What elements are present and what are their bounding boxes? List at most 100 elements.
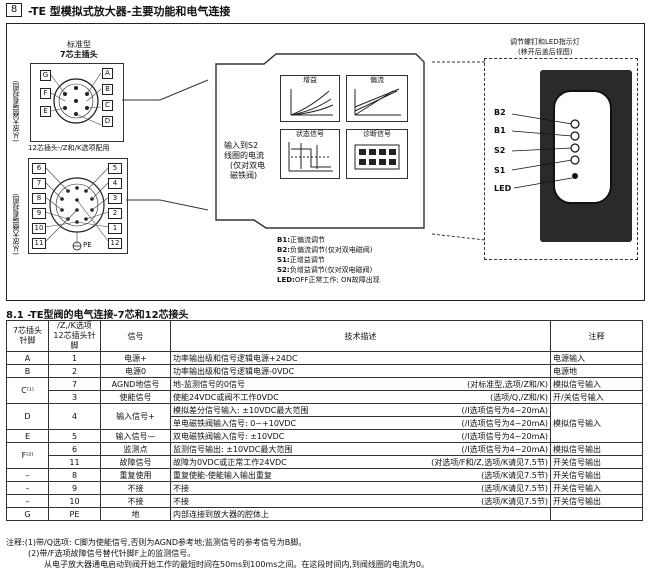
- section-title: -TE 型模拟式放大器-主要功能和电气连接: [28, 5, 231, 18]
- cell-description: 地-监测信号的0信号 (对标准型,选项/Z和/K): [170, 377, 551, 391]
- description-text: 不接: [173, 483, 189, 493]
- pin7-label: F: [40, 88, 51, 99]
- description-option: (对选项/F和/Z,选项/K请见7.5节): [431, 457, 548, 467]
- pin12-label: 1: [108, 223, 122, 234]
- gain-panel-label: 增益: [303, 76, 317, 84]
- description-text: 内部连接到放大器的腔体上: [173, 509, 269, 519]
- pin12-label: 8: [32, 193, 46, 204]
- pe-label: PE: [83, 241, 92, 249]
- input-note-line: 磁铁阀): [230, 171, 258, 180]
- status-panel-label: 状态信号: [296, 130, 324, 138]
- pin12-label: 5: [108, 163, 122, 174]
- cell-signal: AGND地信号: [100, 377, 171, 391]
- cell-note: 电源输入: [550, 351, 643, 365]
- pin7-label: C: [102, 100, 113, 111]
- cell-7pin: B: [6, 364, 49, 378]
- description-option: (选项/K请见7.5节): [481, 496, 548, 506]
- legend-key: B1:: [277, 236, 291, 244]
- description-text: 重复使能-使能输入输出重复: [173, 470, 272, 480]
- bias-panel-label: 偏流: [370, 76, 384, 84]
- description-option: (选项/K请见7.5节): [481, 483, 548, 493]
- dashed-leaders: [431, 61, 486, 241]
- cell-description: 功率输出级和信号逻辑电源+24DC: [170, 351, 551, 365]
- cell-12pin: 5: [48, 429, 101, 443]
- pin12-label: 9: [32, 208, 46, 219]
- description-text: 模拟差分信号输入: ±10VDC最大范围: [173, 405, 309, 415]
- std-title-2: 7芯主插头: [60, 50, 98, 59]
- cell-signal: 电源+: [100, 351, 171, 365]
- pin7-label: A: [102, 68, 113, 79]
- cell-signal: 地: [100, 507, 171, 521]
- pin12-label: 12: [108, 238, 122, 249]
- header-7pin: 7芯插头 针脚: [6, 320, 49, 352]
- cell-7pin: C⁽¹⁾: [6, 377, 49, 404]
- status-signal-icon: [288, 142, 333, 172]
- cell-12pin: 11: [48, 455, 101, 469]
- adjuster-label: LED: [494, 184, 512, 193]
- adjuster-label: B1: [494, 126, 506, 135]
- cell-description: 双电磁铁阀输入信号: ±10VDC(/I选项信号为4~20mA): [170, 429, 551, 443]
- description-option: (/I选项信号为4~20mA): [461, 405, 548, 415]
- wiring-lines: [122, 79, 209, 211]
- cell-signal: 不接: [100, 494, 171, 508]
- cell-signal: 输入信号+: [100, 403, 171, 430]
- cell-12pin: 2: [48, 364, 101, 378]
- diagram-frame: [6, 23, 645, 301]
- pin7-label: D: [102, 116, 113, 127]
- header-12pin: /Z,/K选项 12芯插头针脚: [48, 320, 101, 352]
- diagnostic-panel-label: 诊断信号: [363, 130, 391, 138]
- rear-view-frame: [484, 58, 638, 260]
- input-note-line: 输入到S2: [224, 141, 259, 150]
- cell-description: 模拟差分信号输入: ±10VDC最大范围 (/I选项信号为4~20mA): [170, 403, 551, 417]
- cell-note: 模拟信号输入: [550, 403, 643, 443]
- pin12-label: 7: [32, 178, 46, 189]
- pin12-label: 3: [108, 193, 122, 204]
- cell-signal: 不接: [100, 481, 171, 495]
- cell-7pin: –: [6, 468, 49, 482]
- bias-panel: 偏流: [346, 75, 408, 122]
- cell-note: 模拟信号输入: [550, 377, 643, 391]
- cell-signal: 输入信号—: [100, 429, 171, 443]
- diagnostic-signal-icon: [354, 144, 400, 170]
- cell-12pin: 7: [48, 377, 101, 391]
- header-notes: 注释: [550, 320, 643, 352]
- cell-description: 故障为0VDC或正常工作24VDC(对选项/F和/Z,选项/K请见7.5节): [170, 455, 551, 469]
- side-label-7pin: (从放大器端看视图): [12, 80, 20, 142]
- cell-7pin: –: [6, 494, 49, 508]
- cell-12pin: 8: [48, 468, 101, 482]
- footnote-3: 从电子放大器通电启动到阀开始工作的最短时间在50ms到100ms之间。在这段时间…: [44, 560, 429, 569]
- description-text: 监测信号输出: ±10VDC最大范围: [173, 444, 293, 454]
- cell-note: 电源地: [550, 364, 643, 378]
- cell-note: 开关信号输出: [550, 455, 643, 469]
- gain-panel: 增益: [280, 75, 340, 122]
- cell-note: 模拟信号输出: [550, 442, 643, 456]
- cell-signal: 监测点: [100, 442, 171, 456]
- legend-row: S2:负增益调节(仅对双电磁阀): [277, 266, 372, 275]
- header-description: 技术描述: [170, 320, 551, 352]
- description-text: 地-监测信号的0信号: [173, 379, 245, 389]
- cell-description: 不接 (选项/K请见7.5节): [170, 481, 551, 495]
- legend-key: LED:: [277, 276, 295, 284]
- description-text: 功率输出级和信号逻辑电源-0VDC: [173, 366, 295, 376]
- legend-text: 负偏流调节(仅对双电磁阀): [290, 246, 373, 254]
- description-option: (/I选项信号为4~20mA): [461, 418, 548, 428]
- cell-12pin: 1: [48, 351, 101, 365]
- status-panel: 状态信号: [280, 129, 340, 179]
- cell-signal: 使能信号: [100, 390, 171, 404]
- section-8-1-title: 8.1 -TE型阀的电气连接-7芯和12芯接头: [6, 310, 189, 321]
- pin7-label: G: [40, 70, 51, 81]
- cell-signal: 重复使用: [100, 468, 171, 482]
- cell-description: 重复使能-使能输入输出重复(选项/K请见7.5节): [170, 468, 551, 482]
- cell-7pin: D: [6, 403, 49, 430]
- pin12-label: 2: [108, 208, 122, 219]
- description-option: (对标准型,选项/Z和/K): [467, 379, 548, 389]
